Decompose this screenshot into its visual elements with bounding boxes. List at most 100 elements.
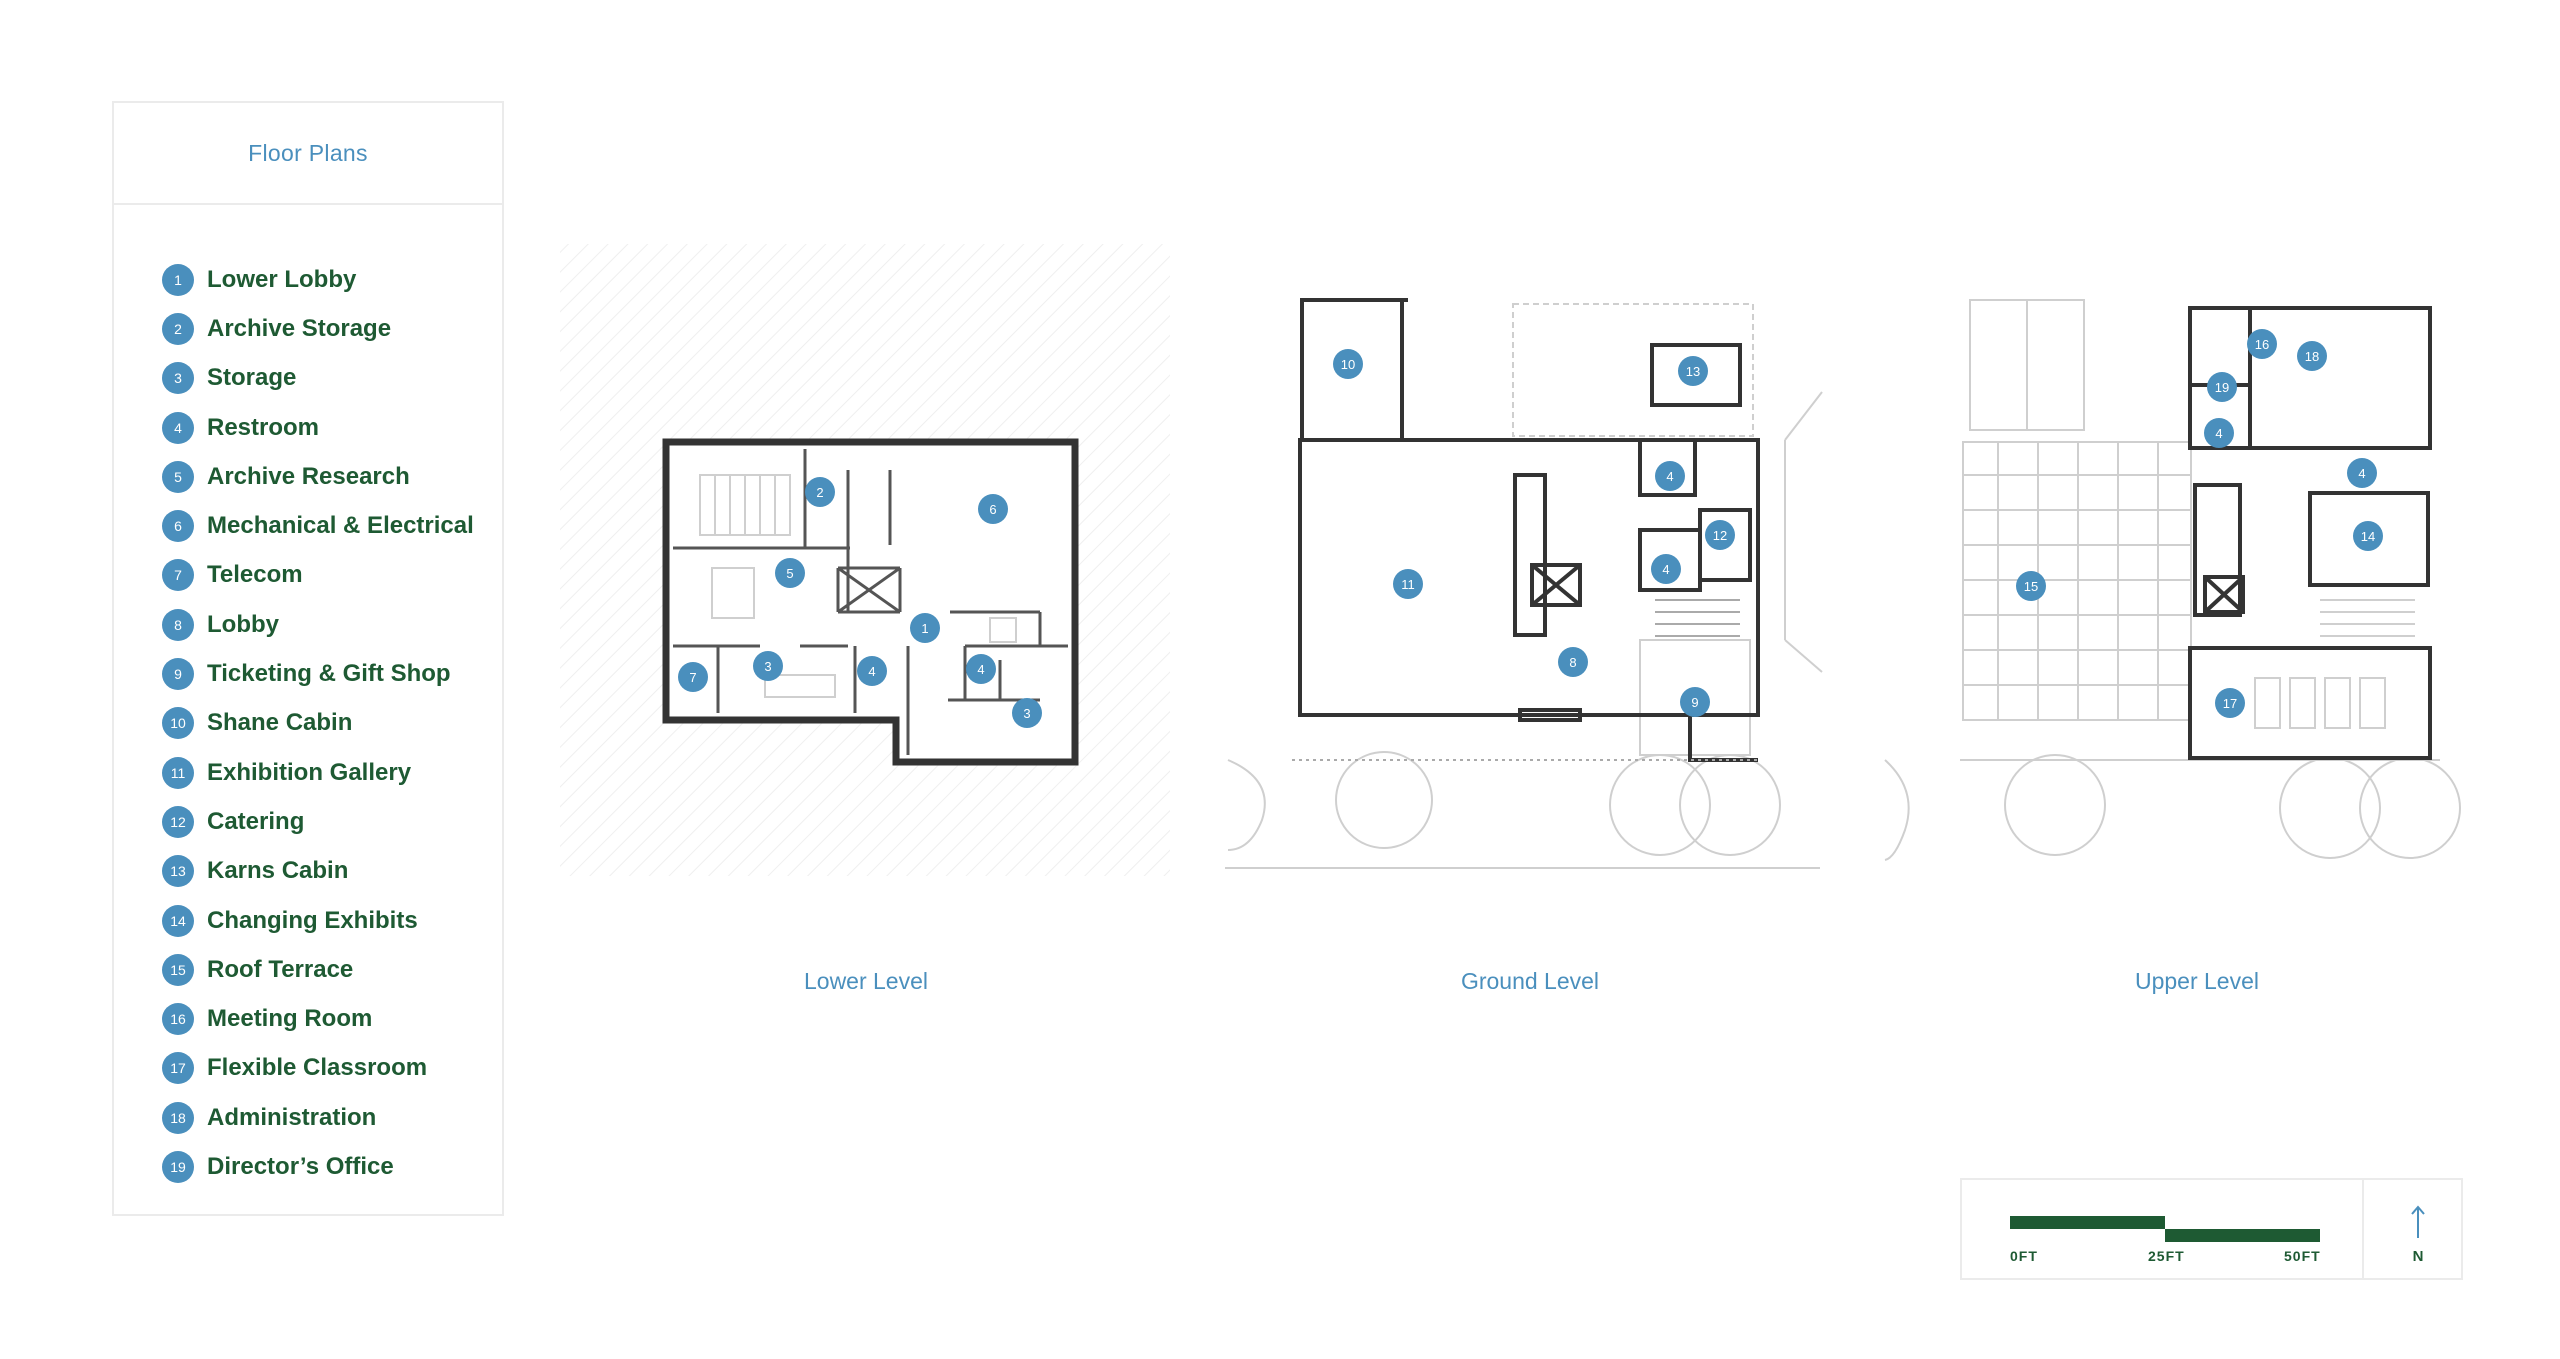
room-number-badge: 8 — [162, 608, 194, 641]
legend-item[interactable]: 5 Archive Research — [162, 452, 474, 501]
svg-text:13: 13 — [1686, 364, 1700, 379]
room-marker[interactable]: 10 — [1333, 349, 1363, 379]
legend-item-label: Lower Lobby — [207, 265, 357, 293]
room-marker[interactable]: 5 — [775, 558, 805, 588]
room-number-badge: 13 — [162, 855, 194, 888]
svg-text:18: 18 — [2305, 349, 2319, 364]
room-marker[interactable]: 1 — [910, 613, 940, 643]
legend-item[interactable]: 13 Karns Cabin — [162, 847, 474, 896]
room-marker[interactable]: 19 — [2207, 372, 2237, 402]
room-marker[interactable]: 15 — [2016, 571, 2046, 601]
legend-item[interactable]: 1 Lower Lobby — [162, 255, 474, 304]
legend-item[interactable]: 11 Exhibition Gallery — [162, 748, 474, 797]
svg-text:7: 7 — [689, 670, 696, 685]
room-number-badge: 3 — [162, 362, 194, 395]
room-marker[interactable]: 3 — [753, 651, 783, 681]
scale-tick-label: 50FT — [2284, 1248, 2321, 1264]
legend-item[interactable]: 9 Ticketing & Gift Shop — [162, 649, 474, 698]
lower-level-label[interactable]: Lower Level — [803, 968, 929, 994]
room-number-badge: 1 — [162, 263, 194, 296]
room-marker[interactable]: 18 — [2297, 341, 2327, 371]
room-marker[interactable]: 3 — [1012, 698, 1042, 728]
room-marker[interactable]: 4 — [2347, 458, 2377, 488]
legend-item-label: Flexible Classroom — [207, 1054, 428, 1082]
room-marker[interactable]: 14 — [2353, 521, 2383, 551]
legend-item-label: Roof Terrace — [207, 955, 354, 983]
legend-item[interactable]: 19 Director’s Office — [162, 1142, 474, 1191]
ground-level-label[interactable]: Ground Level — [1460, 968, 1600, 994]
svg-text:19: 19 — [2215, 380, 2229, 395]
svg-text:8: 8 — [1569, 655, 1576, 670]
svg-text:3: 3 — [764, 659, 771, 674]
room-marker[interactable]: 16 — [2247, 329, 2277, 359]
legend-item-label: Restroom — [207, 413, 320, 441]
legend-item[interactable]: 8 Lobby — [162, 600, 474, 649]
legend-item-label: Archive Research — [207, 462, 410, 490]
legend-title: Floor Plans — [114, 103, 502, 205]
room-marker[interactable]: 8 — [1558, 647, 1588, 677]
room-number-badge: 7 — [162, 559, 194, 592]
legend-item-label: Director’s Office — [207, 1152, 394, 1180]
scale-tick-label: 0FT — [2010, 1248, 2038, 1264]
room-marker[interactable]: 7 — [678, 662, 708, 692]
legend-item-label: Mechanical & Electrical — [207, 512, 474, 540]
svg-text:4: 4 — [977, 662, 984, 677]
lower-level-plan — [560, 244, 1170, 876]
room-number-badge: 5 — [162, 460, 194, 493]
svg-text:5: 5 — [786, 566, 793, 581]
svg-text:4: 4 — [2358, 466, 2365, 481]
room-number-badge: 19 — [162, 1150, 194, 1183]
room-number-badge: 16 — [162, 1003, 194, 1036]
scale-bar-segment — [2165, 1229, 2320, 1242]
svg-text:4: 4 — [868, 664, 875, 679]
legend-item[interactable]: 17 Flexible Classroom — [162, 1044, 474, 1093]
legend-item-label: Lobby — [207, 610, 279, 638]
room-marker[interactable]: 11 — [1393, 569, 1423, 599]
room-number-badge: 17 — [162, 1052, 194, 1085]
legend-item[interactable]: 3 Storage — [162, 354, 474, 403]
legend-item-label: Catering — [207, 807, 305, 835]
floor-plan-drawings: 2 6 5 1 7 3 4 4 3 10 13 4 12 4 11 8 9 16… — [560, 244, 2461, 876]
svg-text:2: 2 — [816, 485, 823, 500]
room-number-badge: 9 — [162, 658, 194, 691]
room-marker[interactable]: 9 — [1680, 687, 1710, 717]
room-marker[interactable]: 4 — [857, 656, 887, 686]
upper-level-label[interactable]: Upper Level — [2134, 968, 2260, 994]
room-marker[interactable]: 4 — [1655, 461, 1685, 491]
svg-text:15: 15 — [2024, 579, 2038, 594]
legend-item-label: Ticketing & Gift Shop — [207, 660, 451, 688]
svg-text:11: 11 — [1401, 577, 1415, 592]
north-label: N — [2412, 1248, 2424, 1265]
room-marker[interactable]: 17 — [2215, 688, 2245, 718]
room-marker[interactable]: 13 — [1678, 356, 1708, 386]
room-marker[interactable]: 2 — [805, 477, 835, 507]
legend-item-label: Exhibition Gallery — [207, 758, 412, 786]
room-marker[interactable]: 4 — [966, 654, 996, 684]
room-marker[interactable]: 12 — [1705, 520, 1735, 550]
room-marker[interactable]: 4 — [1651, 554, 1681, 584]
svg-text:4: 4 — [1662, 562, 1669, 577]
legend-item-label: Administration — [207, 1103, 377, 1131]
legend-item-label: Karns Cabin — [207, 857, 349, 885]
room-number-badge: 11 — [162, 756, 194, 789]
room-number-badge: 2 — [162, 312, 194, 345]
room-number-badge: 10 — [162, 707, 194, 740]
north-arrow-icon — [2411, 1205, 2425, 1238]
scale-tick-label: 25FT — [2148, 1248, 2185, 1264]
svg-text:10: 10 — [1341, 357, 1355, 372]
room-marker[interactable]: 4 — [2204, 418, 2234, 448]
room-marker[interactable]: 6 — [978, 494, 1008, 524]
legend-item-label: Storage — [207, 364, 297, 392]
room-markers: 2 6 5 1 7 3 4 4 3 10 13 4 12 4 11 8 9 16… — [678, 329, 2383, 728]
